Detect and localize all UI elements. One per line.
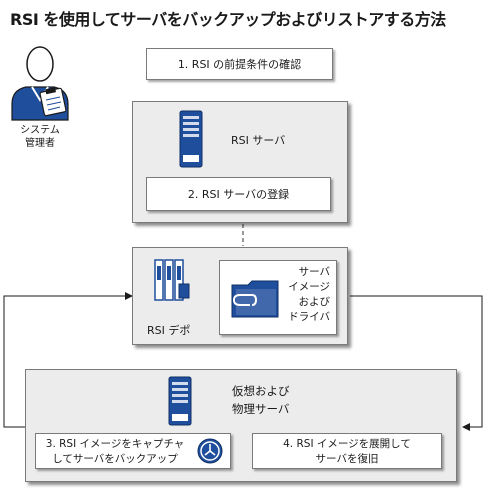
step3-label-line2: してサーバをバックアップ [52, 453, 178, 465]
admin-label-line2: 管理者 [25, 138, 55, 149]
step2-box: 2. RSI サーバの登録 [146, 177, 331, 211]
clock-icon [197, 438, 223, 464]
step1-label: 1. RSI の前提条件の確認 [177, 58, 302, 71]
step3-box: 3. RSI イメージをキャプチャ してサーバをバックアップ [35, 433, 231, 469]
folder-label-line4: ドライバ [288, 311, 330, 323]
servers-label-line2: 物理サーバ [232, 402, 290, 416]
admin-label-line1: システム [20, 125, 60, 136]
rsi-depot-label: RSI デポ [147, 324, 191, 337]
right-loop-arrow [350, 295, 483, 431]
folder-box: サーバ イメージ および ドライバ [219, 260, 337, 335]
step4-box: 4. RSI イメージを展開して サーバを復旧 [252, 433, 442, 469]
depot-storage-icon [154, 259, 190, 301]
servers-label: 仮想および 物理サーバ [232, 382, 290, 418]
rsi-server-label: RSI サーバ [231, 134, 286, 147]
server-tower-icon [179, 110, 203, 168]
folder-icon [231, 280, 279, 318]
system-admin: システム 管理者 [6, 40, 74, 150]
step3-label: 3. RSI イメージをキャプチャ してサーバをバックアップ [40, 437, 190, 467]
step2-label: 2. RSI サーバの登録 [187, 188, 290, 201]
step3-label-line1: 3. RSI イメージをキャプチャ [45, 438, 185, 450]
left-loop-arrow [3, 292, 133, 428]
step4-label-line2: サーバを復旧 [315, 453, 379, 465]
folder-label: サーバ イメージ および ドライバ [288, 265, 330, 325]
step4-label-line1: 4. RSI イメージを展開して [283, 438, 411, 450]
folder-label-line1: サーバ [298, 266, 330, 278]
servers-label-line1: 仮想および [232, 384, 290, 398]
folder-label-line2: イメージ [288, 281, 330, 293]
step1-box: 1. RSI の前提条件の確認 [146, 48, 333, 80]
step4-label: 4. RSI イメージを展開して サーバを復旧 [253, 437, 441, 467]
rsi-depot-box: RSI デポ サーバ イメージ および ドライバ [132, 247, 348, 345]
page-title: RSI を使用してサーバをバックアップおよびリストアする方法 [10, 10, 446, 29]
rsi-server-box: RSI サーバ 2. RSI サーバの登録 [132, 101, 348, 223]
servers-box: 仮想および 物理サーバ 3. RSI イメージをキャプチャ してサーバをバックア… [25, 369, 457, 482]
folder-label-line3: および [298, 296, 331, 308]
server-tower-icon [168, 376, 192, 426]
admin-user-icon [11, 46, 69, 121]
